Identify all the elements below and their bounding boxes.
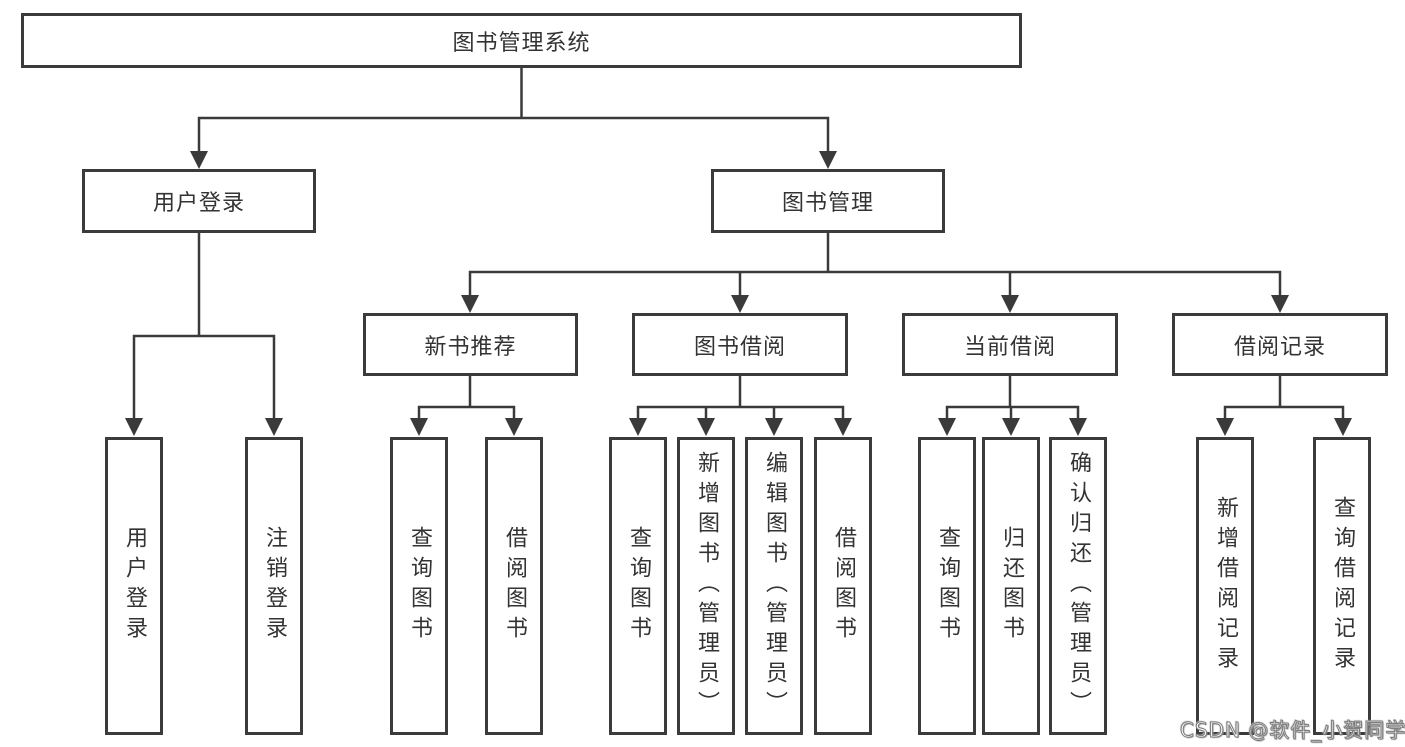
node-book-management: 图书管理 xyxy=(711,169,945,233)
leaf-user-login-label: 用户登录 xyxy=(122,526,147,646)
csdn-watermark: CSDN @软件_小贺同学 xyxy=(1179,718,1405,743)
leaf-borrow-query-book-label: 查询图书 xyxy=(626,526,651,646)
leaf-record-query-record-label: 查询借阅记录 xyxy=(1330,496,1355,676)
node-root-library-management-system: 图书管理系统 xyxy=(21,13,1022,68)
leaf-current-query-book-label: 查询图书 xyxy=(935,526,960,646)
node-new-book-recommend: 新书推荐 xyxy=(363,313,578,376)
leaf-borrow-query-book: 查询图书 xyxy=(609,437,667,735)
leaf-logout: 注销登录 xyxy=(245,437,303,735)
leaf-newbook-query-book-label: 查询图书 xyxy=(407,526,432,646)
leaf-borrow-edit-book-admin: 编辑图书（管理员） xyxy=(745,437,803,735)
leaf-current-query-book: 查询图书 xyxy=(918,437,976,735)
leaf-record-query-record: 查询借阅记录 xyxy=(1313,437,1371,735)
leaf-borrow-borrow-book-label: 借阅图书 xyxy=(831,526,856,646)
leaf-borrow-add-book-admin: 新增图书（管理员） xyxy=(677,437,735,735)
leaf-borrow-add-book-admin-label: 新增图书（管理员） xyxy=(694,451,719,721)
node-borrow-record: 借阅记录 xyxy=(1172,313,1388,376)
leaf-newbook-borrow-book: 借阅图书 xyxy=(485,437,543,735)
leaf-logout-label: 注销登录 xyxy=(262,526,287,646)
leaf-borrow-edit-book-admin-label: 编辑图书（管理员） xyxy=(762,451,787,721)
node-user-login: 用户登录 xyxy=(82,169,316,233)
leaf-current-return-book: 归还图书 xyxy=(982,437,1040,735)
leaf-record-add-record: 新增借阅记录 xyxy=(1196,437,1254,735)
leaf-newbook-borrow-book-label: 借阅图书 xyxy=(502,526,527,646)
leaf-record-add-record-label: 新增借阅记录 xyxy=(1213,496,1238,676)
leaf-current-return-book-label: 归还图书 xyxy=(999,526,1024,646)
leaf-current-confirm-return-admin: 确认归还（管理员） xyxy=(1049,437,1107,735)
leaf-user-login: 用户登录 xyxy=(105,437,163,735)
leaf-newbook-query-book: 查询图书 xyxy=(390,437,448,735)
leaf-borrow-borrow-book: 借阅图书 xyxy=(814,437,872,735)
leaf-current-confirm-return-admin-label: 确认归还（管理员） xyxy=(1066,451,1091,721)
node-book-borrow: 图书借阅 xyxy=(632,313,848,376)
node-current-borrow: 当前借阅 xyxy=(902,313,1118,376)
